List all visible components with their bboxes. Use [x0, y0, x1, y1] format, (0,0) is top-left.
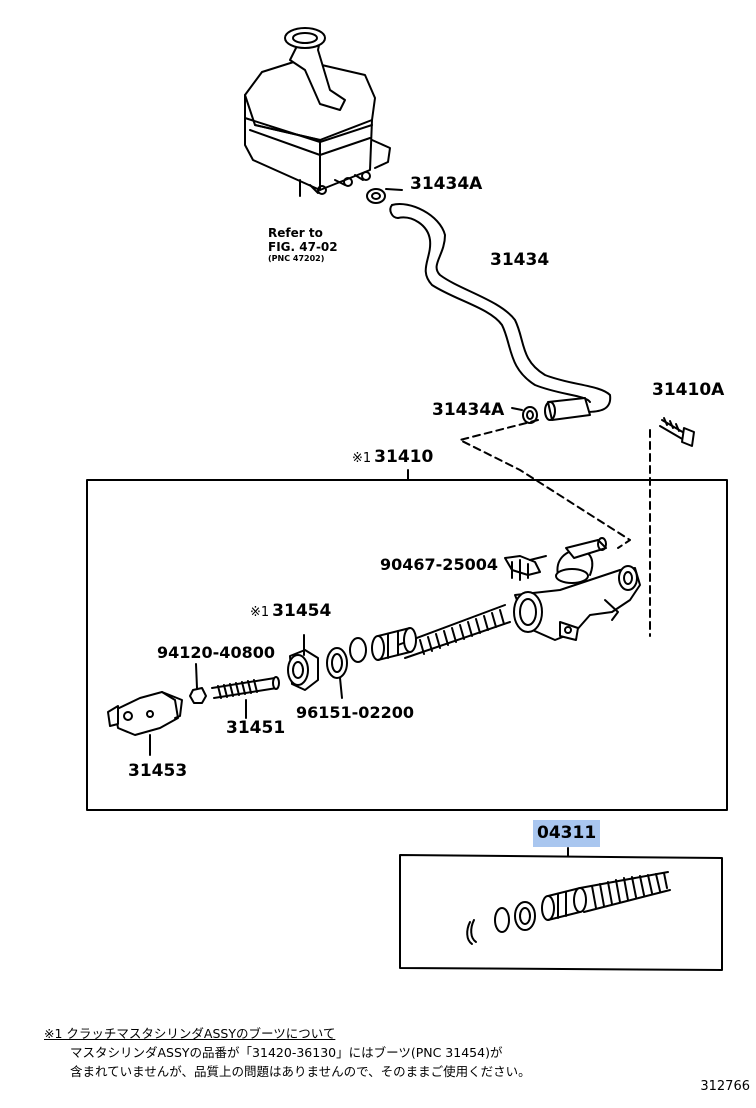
reservoir-tank: [244, 27, 391, 197]
note-mark: ※1: [352, 451, 372, 466]
boot-note: ※1 クラッチマスタシリンダASSYのブーツについて マスタシリンダASSYの品…: [44, 1024, 531, 1081]
part-label-04311[interactable]: 04311: [533, 820, 601, 847]
part-label-31434[interactable]: 31434: [490, 250, 550, 270]
part-label-90467-25004[interactable]: 90467-25004: [380, 555, 498, 574]
hose-31434: [389, 203, 612, 421]
part-label-04311-highlight: 04311: [533, 820, 601, 847]
clevis-31453: [107, 691, 183, 736]
clamp-31434A-low: [511, 406, 538, 424]
reference-pnc: (PNC 47202): [268, 254, 325, 263]
boot-note-line-2: 含まれていませんが、品質上の問題はありませんので、そのままご使用ください。: [70, 1064, 531, 1079]
part-label-31434A-top[interactable]: 31434A: [410, 174, 483, 194]
push-rod-31451: [211, 676, 280, 699]
piston-spring: [371, 604, 511, 661]
note-mark: ※1: [250, 605, 270, 620]
figure-number: 312766: [700, 1079, 750, 1094]
leader-dash-hose: [459, 419, 631, 549]
master-cylinder-body: [513, 537, 641, 641]
leader-94120: [195, 663, 198, 689]
clamp-31434A-top: [366, 188, 403, 204]
kit-box-04311: [399, 854, 723, 971]
reference-note: Refer to FIG. 47-02 (PNC 47202): [268, 226, 338, 264]
snap-ring-96151-02200: [326, 637, 367, 679]
leader-96151: [339, 677, 343, 699]
reference-line-1: Refer to: [268, 226, 323, 240]
boot-note-line-1: マスタシリンダASSYの品番が「31420-36130」にはブーツ(PNC 31…: [70, 1045, 503, 1060]
clip-90467-25004: [504, 555, 547, 581]
boot-note-title: ※1 クラッチマスタシリンダASSYのブーツについて: [44, 1026, 336, 1041]
part-label-31434A-low[interactable]: 31434A: [432, 400, 505, 420]
part-label-31451[interactable]: 31451: [226, 718, 286, 738]
part-label-96151-02200[interactable]: 96151-02200: [296, 703, 414, 722]
part-label-31410A[interactable]: 31410A: [652, 380, 725, 400]
kit-contents: [466, 871, 671, 945]
nut-94120-40800: [189, 687, 207, 704]
part-label-94120-40800[interactable]: 94120-40800: [157, 643, 275, 662]
boot-31454: [287, 649, 319, 691]
bolt-31410A: [649, 417, 695, 637]
reference-link[interactable]: FIG. 47-02: [268, 240, 338, 254]
part-label-31410[interactable]: 31410: [374, 447, 434, 467]
part-label-31453[interactable]: 31453: [128, 761, 188, 781]
part-label-31454[interactable]: 31454: [272, 601, 332, 621]
